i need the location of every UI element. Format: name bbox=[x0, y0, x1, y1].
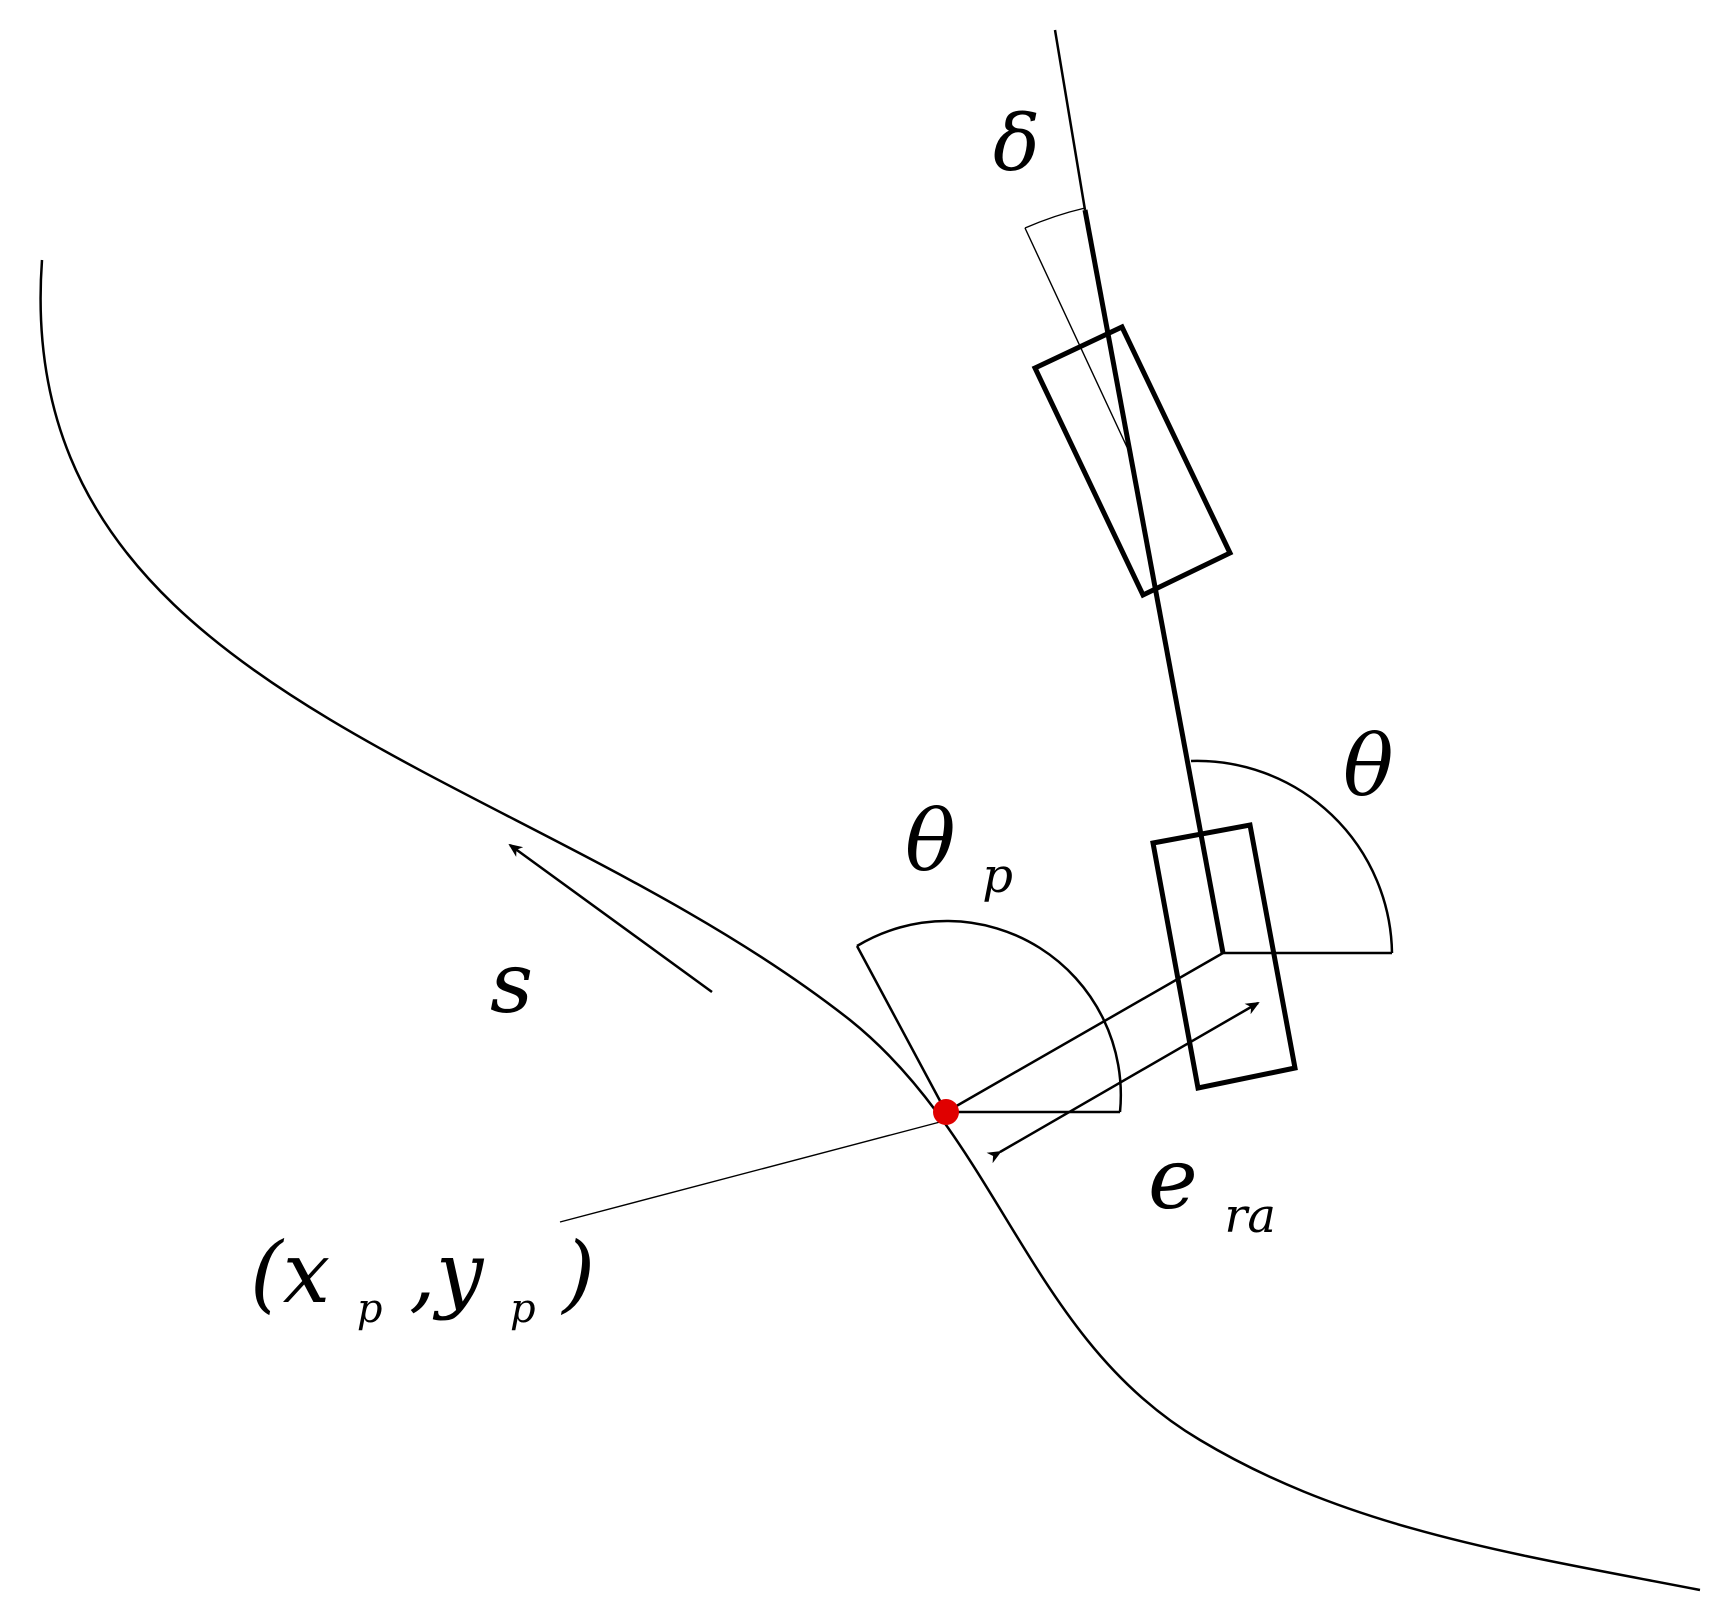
projection-point bbox=[933, 1099, 959, 1125]
point-label: (x p ,y p ) bbox=[250, 1224, 595, 1342]
point-sub-y: p bbox=[510, 1286, 536, 1332]
vehicle-heading-line bbox=[1053, 29, 1087, 211]
front-wheel bbox=[1031, 323, 1234, 599]
theta-p-base: θ bbox=[905, 792, 956, 890]
theta-arc bbox=[1190, 759, 1394, 954]
rear-wheel bbox=[1150, 822, 1298, 1091]
theta-p-arc bbox=[856, 919, 1123, 1113]
s-label: s bbox=[490, 934, 533, 1032]
point-open: (x bbox=[250, 1224, 330, 1322]
rear-axle-to-point-line bbox=[945, 951, 1224, 1114]
e-ra-base: e bbox=[1148, 1130, 1198, 1228]
point-close: ) bbox=[560, 1224, 595, 1322]
e-ra-label: e ra bbox=[1148, 1130, 1276, 1244]
point-leader-line bbox=[559, 1121, 941, 1223]
point-mid: ,y bbox=[409, 1224, 485, 1322]
theta-label: θ bbox=[1343, 717, 1394, 815]
delta-arc bbox=[1024, 207, 1086, 229]
delta-label: δ bbox=[993, 99, 1040, 189]
steering-line bbox=[1024, 227, 1134, 461]
e-ra-subscript: ra bbox=[1224, 1188, 1276, 1244]
reference-path bbox=[39, 259, 1701, 1592]
path-tangent-line bbox=[855, 945, 948, 1113]
point-sub-x: p bbox=[357, 1286, 383, 1332]
theta-p-subscript: p bbox=[982, 848, 1013, 904]
theta-p-label: θ p bbox=[905, 792, 1013, 904]
s-direction-arrow bbox=[508, 843, 713, 994]
lateral-error-arrow bbox=[986, 1001, 1260, 1164]
